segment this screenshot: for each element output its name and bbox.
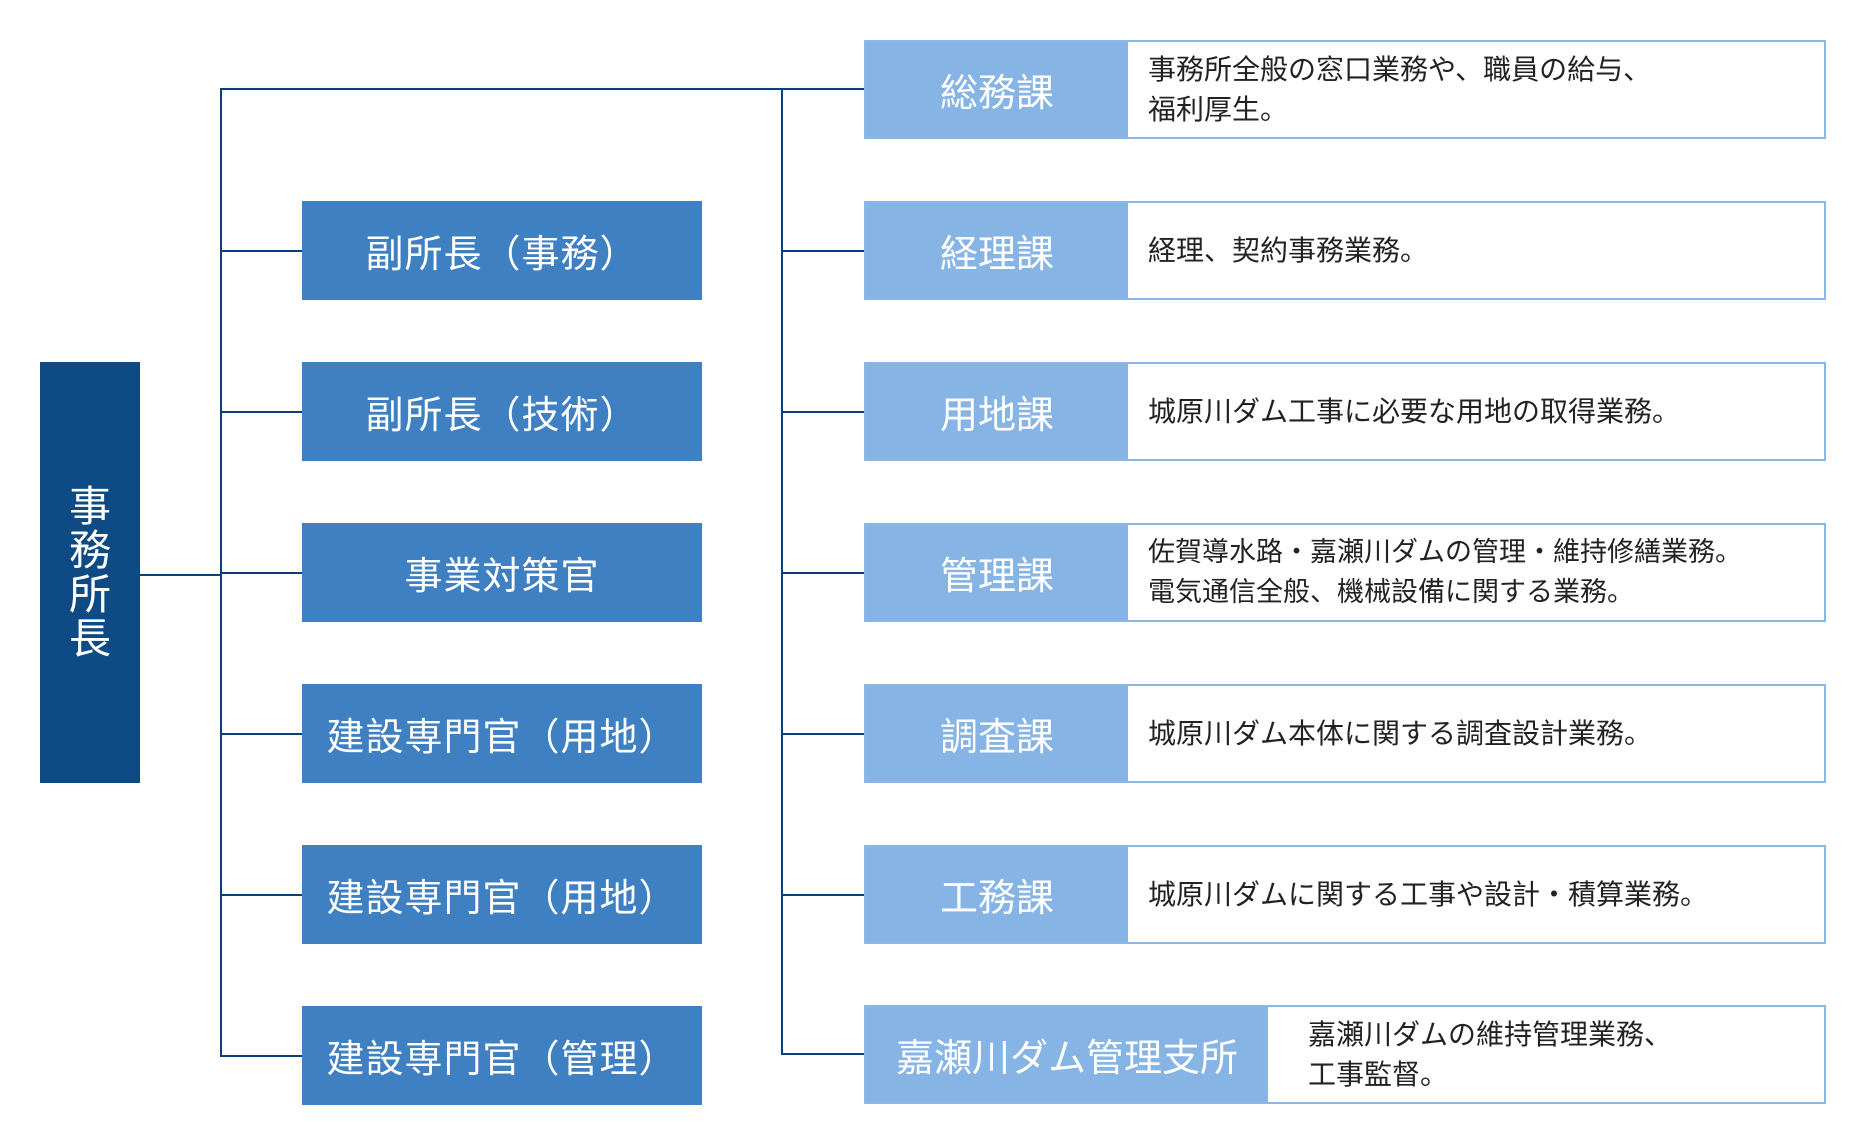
dept-name: 管理課	[866, 525, 1128, 620]
project-countermeasure-officer-box: 事業対策官	[302, 523, 702, 622]
deputy-director-tech-box: 副所長（技術）	[302, 362, 702, 461]
dept-description: 事務所全般の窓口業務や、職員の給与、 福利厚生。	[1128, 42, 1824, 137]
dept-description-line: 城原川ダム工事に必要な用地の取得業務。	[1148, 394, 1681, 428]
dept-engineering: 工務課 城原川ダムに関する工事や設計・積算業務。	[864, 845, 1826, 944]
dept-survey: 調査課 城原川ダム本体に関する調査設計業務。	[864, 684, 1826, 783]
dept-description-line: 経理、契約事務業務。	[1148, 233, 1429, 267]
mid-connector	[220, 733, 302, 735]
dept-description: 城原川ダム本体に関する調査設計業務。	[1128, 686, 1824, 781]
dept-description-line: 福利厚生。	[1148, 92, 1289, 126]
dept-connector	[781, 250, 864, 252]
dept-description-line: 城原川ダムに関する工事や設計・積算業務。	[1148, 877, 1709, 911]
construction-specialist-land-box: 建設専門官（用地）	[302, 684, 702, 783]
dept-management: 管理課 佐賀導水路・嘉瀬川ダムの管理・維持修繕業務。 電気通信全般、機械設備に関…	[864, 523, 1826, 622]
dept-description: 経理、契約事務業務。	[1128, 203, 1824, 298]
dept-description-line: 嘉瀬川ダムの維持管理業務、	[1308, 1017, 1673, 1051]
dept-description-line: 事務所全般の窓口業務や、職員の給与、	[1148, 52, 1652, 86]
deputy-director-admin-box: 副所長（事務）	[302, 201, 702, 300]
dept-connector	[781, 733, 864, 735]
mid-connector	[220, 894, 302, 896]
dept-description: 城原川ダムに関する工事や設計・積算業務。	[1128, 847, 1824, 942]
office-director-char: 所	[68, 569, 111, 619]
construction-specialist-land-box: 建設専門官（用地）	[302, 845, 702, 944]
mid-connector	[220, 250, 302, 252]
dept-name: 総務課	[866, 42, 1128, 137]
dept-description-line: 城原川ダム本体に関する調査設計業務。	[1148, 716, 1653, 750]
dept-kase-dam-branch: 嘉瀬川ダム管理支所 嘉瀬川ダムの維持管理業務、 工事監督。	[864, 1005, 1826, 1104]
dept-connector	[781, 572, 864, 574]
dept-description-line: 電気通信全般、機械設備に関する業務。	[1148, 576, 1634, 608]
dept-description-line: 佐賀導水路・嘉瀬川ダムの管理・維持修繕業務。	[1148, 536, 1742, 568]
top-connector	[220, 88, 864, 90]
dept-description: 城原川ダム工事に必要な用地の取得業務。	[1128, 364, 1824, 459]
office-director-box: 事 務 所 長	[40, 362, 140, 783]
dept-description: 嘉瀬川ダムの維持管理業務、 工事監督。	[1268, 1007, 1824, 1102]
mid-connector	[220, 1055, 302, 1057]
root-connector	[140, 574, 222, 576]
dept-land: 用地課 城原川ダム工事に必要な用地の取得業務。	[864, 362, 1826, 461]
office-director-char: 務	[68, 525, 111, 575]
dept-general-affairs: 総務課 事務所全般の窓口業務や、職員の給与、 福利厚生。	[864, 40, 1826, 139]
mid-connector	[220, 572, 302, 574]
office-director-char: 事	[68, 481, 111, 531]
dept-name: 用地課	[866, 364, 1128, 459]
dept-description-line: 工事監督。	[1308, 1057, 1449, 1091]
dept-name: 経理課	[866, 203, 1128, 298]
dept-connector	[781, 1053, 864, 1055]
construction-specialist-management-box: 建設専門官（管理）	[302, 1006, 702, 1105]
dept-description: 佐賀導水路・嘉瀬川ダムの管理・維持修繕業務。 電気通信全般、機械設備に関する業務…	[1128, 525, 1824, 620]
branch-line	[781, 88, 783, 1054]
office-director-char: 長	[68, 613, 111, 663]
dept-accounting: 経理課 経理、契約事務業務。	[864, 201, 1826, 300]
mid-connector	[220, 411, 302, 413]
dept-name: 嘉瀬川ダム管理支所	[866, 1007, 1268, 1102]
dept-connector	[781, 411, 864, 413]
dept-connector	[781, 894, 864, 896]
dept-name: 調査課	[866, 686, 1128, 781]
dept-name: 工務課	[866, 847, 1128, 942]
